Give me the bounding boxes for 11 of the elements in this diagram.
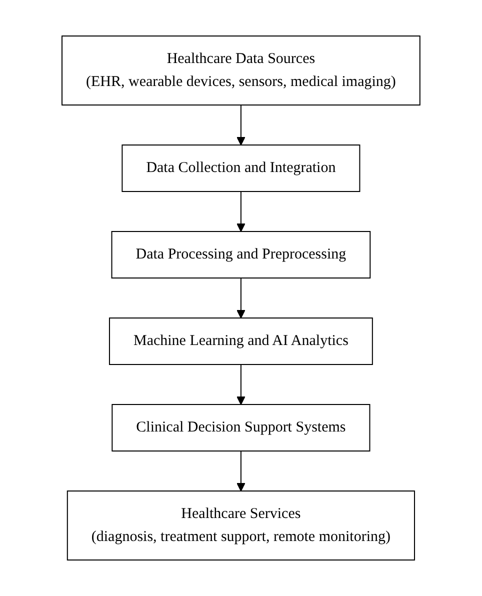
node-box: Machine Learning and AI Analytics xyxy=(109,318,373,365)
arrow xyxy=(236,104,246,146)
node-box: Healthcare Data Sources (EHR, wearable devices, sensors, medical imaging) xyxy=(62,36,420,106)
arrow xyxy=(236,191,246,232)
node-box: Healthcare Services (diagnosis, treatment support, remote monitoring) xyxy=(66,490,416,560)
arrow xyxy=(236,450,246,492)
node-box: Clinical Decision Support Systems xyxy=(112,404,370,452)
arrow xyxy=(236,364,246,405)
node-box: Data Processing and Preprocessing xyxy=(111,231,371,278)
node-box: Data Collection and Integration xyxy=(122,144,360,192)
arrow xyxy=(236,278,246,318)
